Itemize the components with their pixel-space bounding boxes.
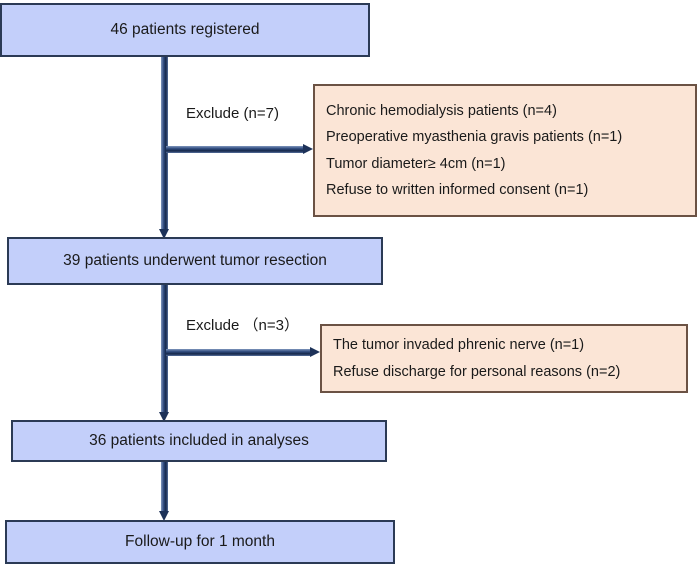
- arrow-to-exclusion-2: [166, 347, 320, 358]
- exclusion-1-reason-2: Preoperative myasthenia gravis patients …: [326, 129, 623, 146]
- exclusion-box-2: The tumor invaded phrenic nerve (n=1) Re…: [320, 324, 688, 393]
- exclusion-1-reason-3: Tumor diameter≥ 4cm (n=1): [326, 155, 506, 172]
- node-patients-analyses-label: 36 patients included in analyses: [89, 432, 309, 449]
- node-followup: Follow-up for 1 month: [5, 520, 395, 564]
- arrow-analyses-to-followup: [159, 462, 170, 521]
- exclusion-2-reason-1: The tumor invaded phrenic nerve (n=1): [333, 337, 585, 354]
- edge-label-exclude-1: Exclude (n=7): [186, 105, 279, 122]
- node-patients-registered: 46 patients registered: [0, 3, 370, 57]
- arrow-resection-to-analyses: [159, 285, 170, 422]
- node-patients-registered-label: 46 patients registered: [110, 21, 260, 38]
- node-patients-resection-label: 39 patients underwent tumor resection: [63, 252, 327, 269]
- exclusion-1-reason-4: Refuse to written informed consent (n=1): [326, 181, 589, 198]
- node-patients-analyses: 36 patients included in analyses: [11, 420, 387, 462]
- arrow-registered-to-resection: [159, 57, 170, 239]
- exclusion-box-1: Chronic hemodialysis patients (n=4) Preo…: [313, 84, 697, 217]
- arrow-to-exclusion-1: [166, 144, 313, 155]
- node-patients-resection: 39 patients underwent tumor resection: [7, 237, 383, 285]
- edge-label-exclude-2: Exclude （n=3）: [186, 317, 299, 334]
- exclusion-2-reason-2: Refuse discharge for personal reasons (n…: [333, 363, 621, 380]
- exclusion-1-reason-1: Chronic hemodialysis patients (n=4): [326, 102, 557, 119]
- node-followup-label: Follow-up for 1 month: [125, 533, 275, 550]
